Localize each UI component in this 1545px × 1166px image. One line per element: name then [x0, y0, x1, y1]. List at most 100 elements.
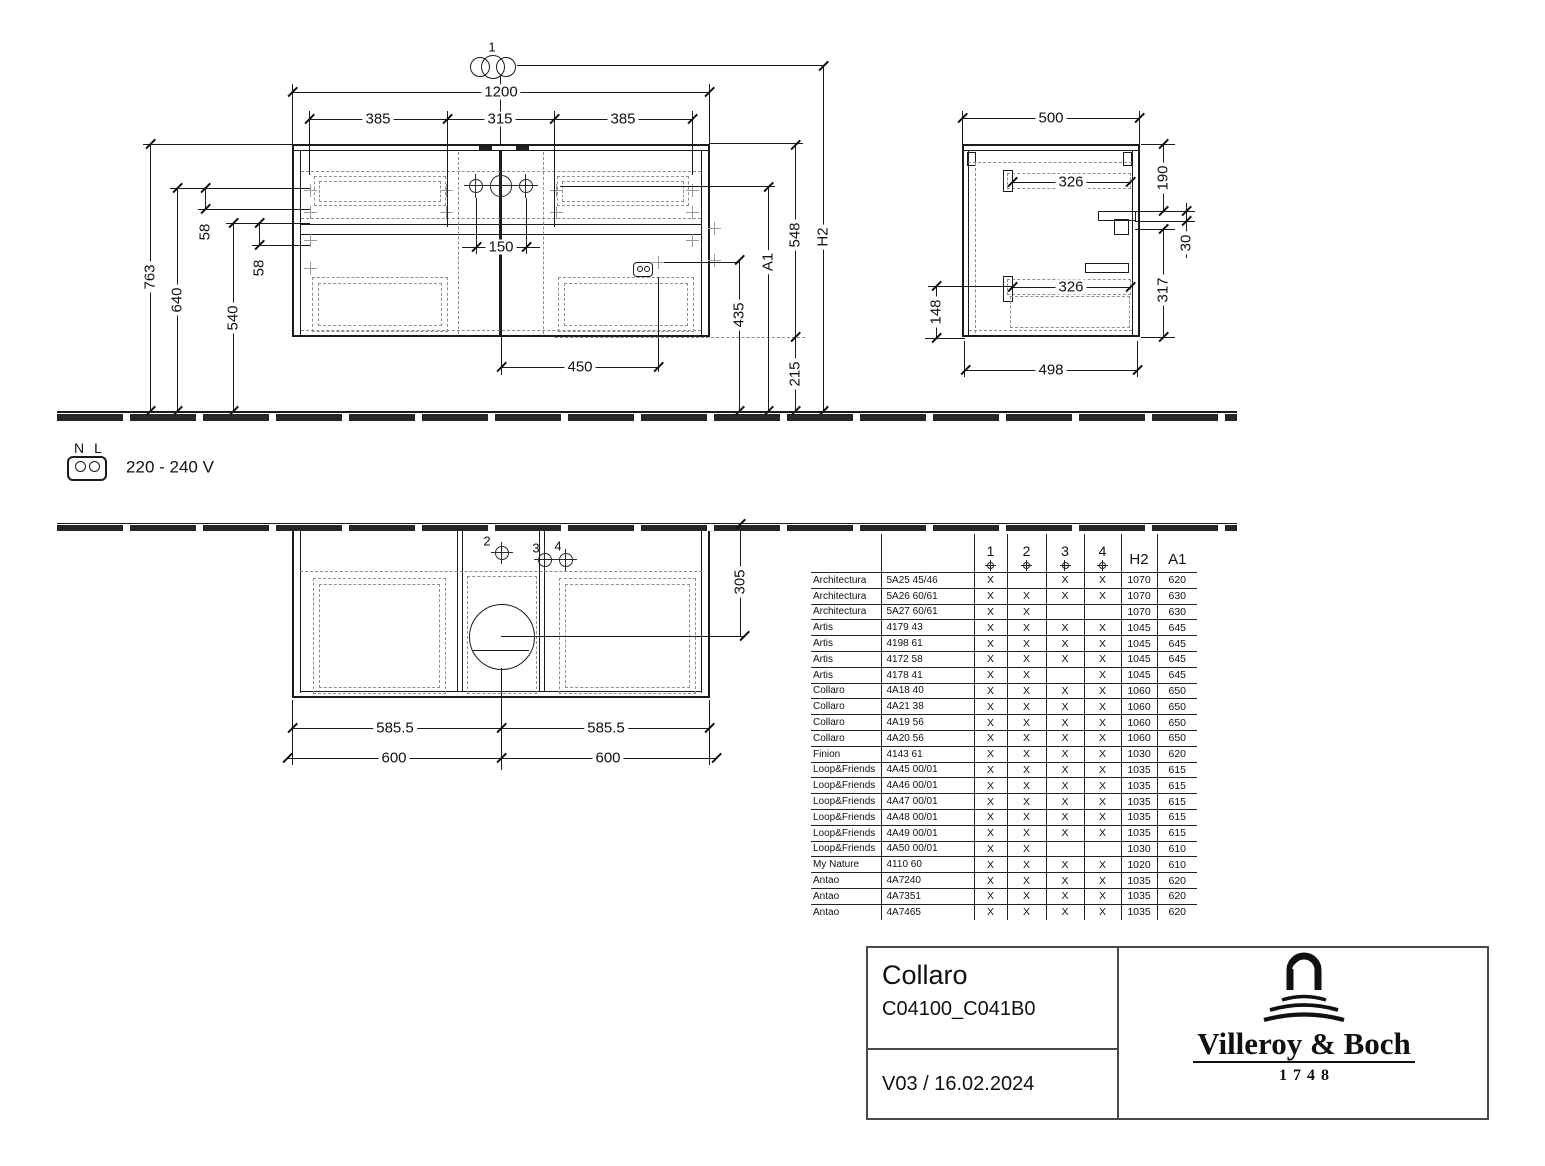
drawing-element [1269, 1003, 1339, 1012]
assembly-cross-mark [304, 234, 317, 247]
drawing-line [501, 337, 502, 375]
drawing-line [259, 223, 260, 245]
drawing-line [925, 338, 965, 339]
drawing-line [964, 341, 965, 377]
col-header-tap-1: 1 [974, 534, 1008, 573]
cell-a1: 620 [1157, 888, 1197, 905]
title-block: Collaro C04100_C041B0 V03 / 16.02.2024 V… [866, 946, 1489, 1120]
cell-series: Loop&Friends [811, 841, 882, 858]
col-header-tap-4: 4 [1084, 534, 1122, 573]
cell-tap1: X [974, 588, 1008, 605]
dim-1200: 1200 [481, 84, 521, 100]
cell-tap3: X [1046, 762, 1085, 779]
drawing-line [501, 668, 502, 770]
drawing-line [1135, 221, 1195, 222]
cell-tap1: X [974, 888, 1008, 905]
drawing-line [658, 277, 659, 372]
drawing-line [709, 700, 710, 765]
cell-a1: 615 [1157, 793, 1197, 810]
cell-article: 4A45 00/01 [881, 762, 975, 779]
drawing-element [1286, 952, 1322, 990]
drawing-line [292, 150, 710, 151]
cell-tap4: X [1084, 809, 1122, 826]
cell-series: Loop&Friends [811, 809, 882, 826]
socket-symbol [67, 456, 107, 481]
cell-article: 4179 43 [881, 619, 975, 637]
drawing-line [1139, 111, 1140, 144]
cell-h2: 1060 [1121, 683, 1158, 700]
cell-tap4: X [1084, 872, 1122, 889]
cell-a1: 645 [1157, 651, 1197, 668]
cell-tap3: X [1046, 904, 1085, 920]
cell-tap4: X [1084, 825, 1122, 842]
cell-tap1: X [974, 809, 1008, 826]
cell-article: 4A7465 [881, 904, 975, 920]
dim-305: 305 [732, 566, 749, 598]
cell-tap2: X [1007, 588, 1047, 605]
drawing-line [664, 262, 739, 263]
dim-498: 498 [1035, 362, 1067, 378]
cell-a1: 615 [1157, 825, 1197, 842]
cell-tap4: X [1084, 904, 1122, 920]
crosshair-icon [985, 560, 996, 571]
cell-tap1: X [974, 825, 1008, 842]
cell-tap2: X [1007, 730, 1047, 747]
cell-article: 4178 41 [881, 667, 975, 684]
cell-series: Architectura [811, 588, 882, 605]
table-header-row: 1 2 3 4 H2 A1 [811, 534, 1197, 573]
cell-tap1: X [974, 604, 1008, 621]
drawing-line [301, 224, 701, 225]
cell-tap4: X [1084, 651, 1122, 668]
cell-series: Antao [811, 872, 882, 889]
drawing-element: 3 [1061, 543, 1069, 559]
drawing-line [226, 223, 310, 224]
drawing-line [544, 531, 545, 691]
cell-tap3: X [1046, 825, 1085, 842]
tap-hole-left [464, 174, 488, 198]
cell-tap2: X [1007, 762, 1047, 779]
cell-tap4: X [1084, 746, 1122, 763]
drawing-element [559, 553, 573, 567]
cell-tap1: X [974, 856, 1008, 874]
drawing-line [476, 198, 477, 254]
cell-tap3: X [1046, 872, 1085, 889]
hidden-edge-line [975, 163, 976, 333]
cell-series: Loop&Friends [811, 762, 882, 779]
cell-a1: 650 [1157, 698, 1197, 716]
drawing-line [57, 411, 1237, 413]
drawing-line [768, 187, 769, 411]
cell-article: 4110 60 [881, 856, 975, 874]
villeroy-boch-tap-icon [1263, 952, 1345, 1023]
cell-series: Collaro [811, 683, 882, 700]
assembly-cross-mark [440, 184, 453, 197]
cell-tap4 [1084, 604, 1122, 621]
drawing-element [881, 534, 975, 573]
drawing-line [539, 531, 540, 691]
cell-series: Loop&Friends [811, 825, 882, 842]
circle-outline [637, 266, 643, 272]
assembly-cross-mark [304, 262, 317, 275]
cell-article: 4A50 00/01 [881, 841, 975, 858]
version-date: V03 / 16.02.2024 [882, 1073, 1035, 1095]
dim-600-left: 600 [378, 750, 410, 766]
hidden-edge-line [301, 218, 701, 219]
cell-article: 4A21 38 [881, 698, 975, 716]
cell-a1: 610 [1157, 841, 1197, 858]
drawing-line [57, 523, 1237, 525]
dim-326-lower: 326 [1055, 279, 1087, 295]
drawing-line [962, 111, 963, 144]
cell-tap2: X [1007, 888, 1047, 905]
dim-385-left: 385 [362, 111, 394, 127]
drawing-line [170, 188, 310, 189]
drawing-line [560, 186, 775, 187]
cell-article: 4A48 00/01 [881, 809, 975, 826]
cell-series: Antao [811, 888, 882, 905]
cell-tap2: X [1007, 651, 1047, 668]
